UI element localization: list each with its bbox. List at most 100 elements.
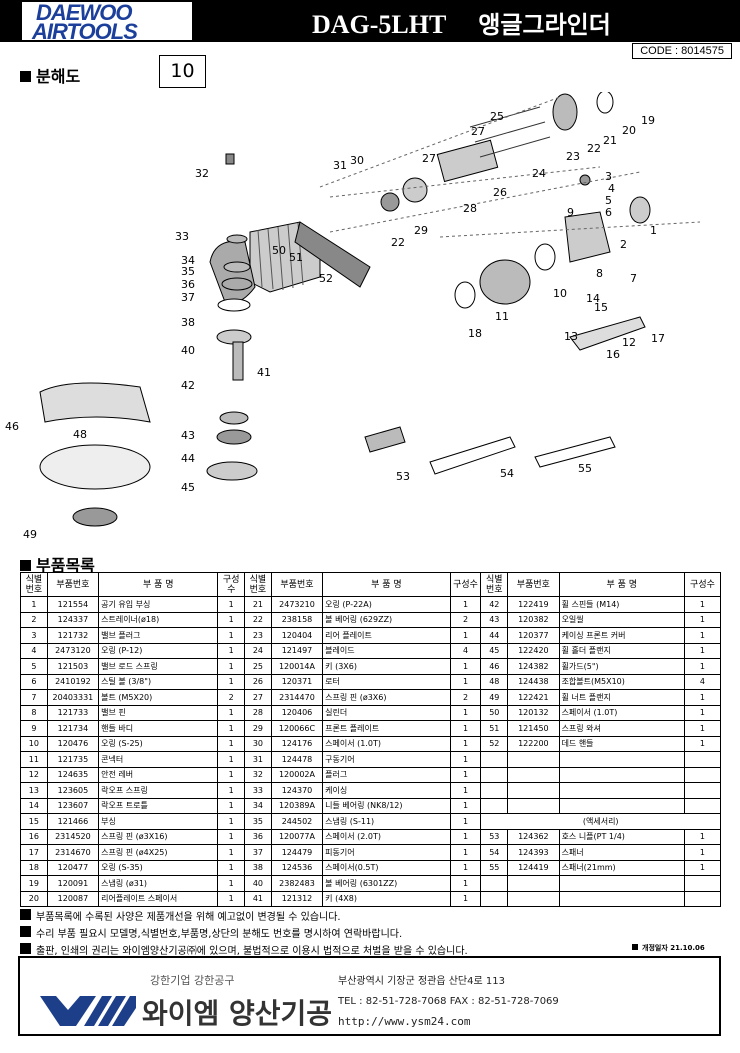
callout-label: 10	[553, 287, 567, 300]
callout-label: 1	[650, 224, 657, 237]
square-bullet-icon	[20, 71, 31, 82]
cell-qty: 1	[449, 844, 482, 861]
col-name-header: 부 품 명	[322, 572, 451, 597]
callout-label: 29	[414, 224, 428, 237]
callout-label: 36	[181, 278, 195, 291]
logo-line1: DAEWOO	[36, 0, 132, 25]
callout-label: 43	[181, 429, 195, 442]
company-website-link[interactable]: http://www.ysm24.com	[338, 1015, 471, 1028]
cell-part-number: 122419	[507, 596, 560, 613]
cell-id: 53	[480, 828, 509, 845]
cell-qty: 1	[449, 813, 482, 830]
cell-qty: 1	[217, 797, 246, 814]
callout-label: 16	[606, 348, 620, 361]
exploded-diagram: 1 2 3 4 5 6 7 8 9 10 11 12 13 14 15 16 1…	[5, 92, 701, 541]
cell-id: 48	[480, 673, 509, 690]
cell-id: 30	[244, 735, 272, 752]
cell-qty: 1	[217, 735, 246, 752]
cell-id: 36	[244, 828, 272, 845]
cell-part-name: 밸브 플러그	[98, 627, 219, 644]
cell-part-name	[558, 751, 685, 768]
cell-id	[480, 751, 509, 768]
cell-id: 43	[480, 611, 509, 628]
cell-qty: 4	[683, 673, 722, 690]
col-partno-header: 부품번호	[46, 572, 100, 597]
callout-label: 40	[181, 344, 195, 357]
cell-part-number	[507, 751, 560, 768]
cell-part-name: 볼 베어링 (629ZZ)	[322, 611, 451, 628]
cell-part-number: 120002A	[270, 766, 324, 783]
cell-id: 54	[480, 844, 509, 861]
product-code: CODE : 8014575	[632, 43, 732, 59]
cell-part-name: 구동기어	[322, 751, 451, 768]
cell-id	[480, 890, 509, 907]
cell-part-name: 스냅링 (ø31)	[98, 875, 219, 892]
spanner-21mm-shape	[534, 436, 616, 468]
cell-qty: 1	[449, 720, 482, 737]
cell-qty: 2	[449, 611, 482, 628]
cell-id	[480, 797, 509, 814]
callout-label: 44	[181, 452, 195, 465]
callout-label: 54	[500, 467, 514, 480]
handle-body-shape	[564, 211, 611, 263]
callout-label: 38	[181, 316, 195, 329]
cell-qty: 1	[217, 875, 246, 892]
cell-id	[480, 766, 509, 783]
cell-qty: 2	[449, 689, 482, 706]
cell-part-number: 120087	[46, 890, 100, 907]
cell-part-number: 244502	[270, 813, 324, 830]
company-address: 부산광역시 기장군 정관읍 산단4로 113	[338, 976, 505, 987]
cell-part-number	[507, 782, 560, 799]
callout-label: 21	[603, 134, 617, 147]
cell-part-name: 스프링 핀 (ø3X16)	[98, 828, 219, 845]
cell-qty: 1	[449, 828, 482, 845]
cell-qty: 1	[449, 751, 482, 768]
cell-qty: 1	[449, 627, 482, 644]
cell-id: 2	[20, 611, 48, 628]
cell-id: 25	[244, 658, 272, 675]
hose-nipple-shape	[364, 426, 406, 453]
cell-id: 27	[244, 689, 272, 706]
cell-part-name: 로터	[322, 673, 451, 690]
cell-qty: 1	[449, 704, 482, 721]
cell-part-number: 122420	[507, 642, 560, 659]
cell-qty: 1	[449, 658, 482, 675]
model-number: DAG-5LHT	[312, 10, 447, 39]
cell-qty	[683, 782, 722, 799]
cell-part-name: 밸브 핀	[98, 704, 219, 721]
callout-label: 28	[463, 202, 477, 215]
cell-id: 13	[20, 782, 48, 799]
cell-qty: 1	[217, 782, 246, 799]
cell-part-number: 122200	[507, 735, 560, 752]
square-bullet-icon	[20, 560, 31, 571]
square-bullet-icon	[20, 926, 31, 937]
company-phone: TEL : 82-51-728-7068 FAX : 82-51-728-706…	[338, 996, 559, 1007]
plug-shape	[225, 153, 235, 165]
revision-date: 개정일자 21.10.06	[632, 943, 705, 953]
cell-part-number: (액세서리)	[480, 813, 721, 830]
cell-id: 52	[480, 735, 509, 752]
cell-id: 31	[244, 751, 272, 768]
cell-part-number: 120014A	[270, 658, 324, 675]
cell-part-name: 플러그	[322, 766, 451, 783]
note-line: 수리 부품 필요시 모델명,식별번호,부품명,상단의 분해도 번호를 명시하여 …	[20, 926, 468, 943]
callout-label: 33	[175, 230, 189, 243]
cell-part-number: 120371	[270, 673, 324, 690]
callout-label: 45	[181, 481, 195, 494]
cell-part-number: 120389A	[270, 797, 324, 814]
cell-id: 16	[20, 828, 48, 845]
callout-label: 53	[396, 470, 410, 483]
cell-part-number: 122421	[507, 689, 560, 706]
cell-id: 55	[480, 859, 509, 876]
callout-label: 7	[630, 272, 637, 285]
cell-part-number: 124438	[507, 673, 560, 690]
cell-id: 34	[244, 797, 272, 814]
cell-part-name: 볼트 (M5X20)	[98, 689, 219, 706]
cell-part-name: 블레이드	[322, 642, 451, 659]
callout-label: 23	[566, 150, 580, 163]
